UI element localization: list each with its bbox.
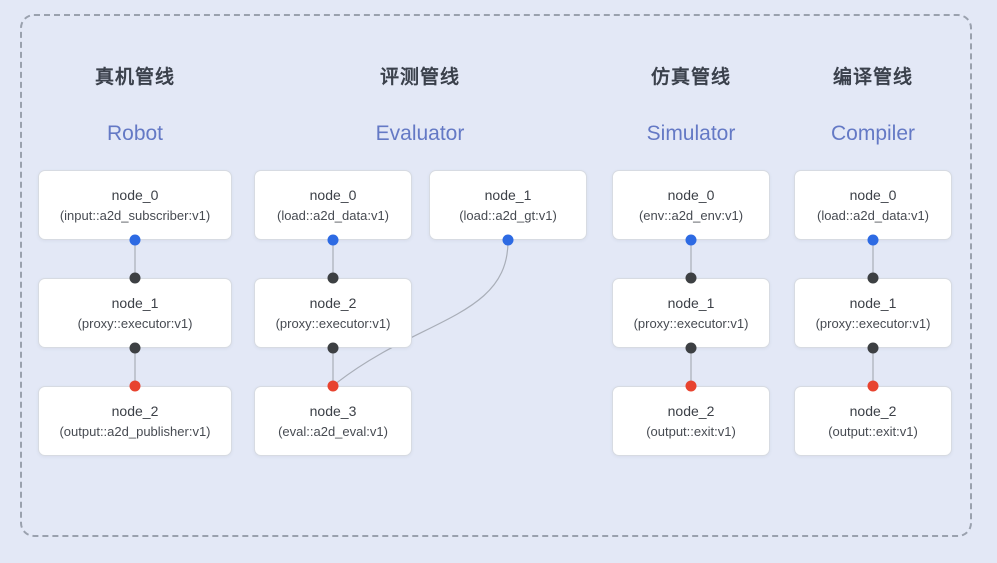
port-target-evaluator-node_3[interactable] — [327, 380, 339, 392]
node-simulator-node_2[interactable]: node_2 (output::exit:v1) — [612, 386, 770, 456]
node-compiler-node_0[interactable]: node_0 (load::a2d_data:v1) — [794, 170, 952, 240]
node-evaluator-node_3[interactable]: node_3 (eval::a2d_eval:v1) — [254, 386, 412, 456]
pipeline-title-robot-en: Robot — [106, 122, 164, 145]
port-source-evaluator-node_1[interactable] — [502, 234, 514, 246]
node-title: node_0 — [309, 186, 357, 203]
port-source-robot-node_0[interactable] — [129, 234, 141, 246]
port-target-robot-node_2[interactable] — [129, 380, 141, 392]
port-target-robot-node_1[interactable] — [129, 272, 141, 284]
port-source-evaluator-node_0[interactable] — [327, 234, 339, 246]
dashed-frame — [20, 14, 972, 537]
port-target-simulator-node_1[interactable] — [685, 272, 697, 284]
port-target-simulator-node_2[interactable] — [685, 380, 697, 392]
node-title: node_0 — [667, 186, 715, 203]
node-subtitle: (proxy::executor:v1) — [275, 315, 391, 331]
node-compiler-node_1[interactable]: node_1 (proxy::executor:v1) — [794, 278, 952, 348]
node-robot-node_2[interactable]: node_2 (output::a2d_publisher:v1) — [38, 386, 232, 456]
port-target-compiler-node_1[interactable] — [867, 272, 879, 284]
pipeline-title-simulator-zh: 仿真管线 — [650, 67, 731, 88]
port-source-evaluator-node_2[interactable] — [327, 342, 339, 354]
edge-evaluator-n1-n3 — [333, 240, 509, 386]
node-robot-node_1[interactable]: node_1 (proxy::executor:v1) — [38, 278, 232, 348]
node-simulator-node_0[interactable]: node_0 (env::a2d_env:v1) — [612, 170, 770, 240]
node-title: node_2 — [667, 402, 715, 419]
node-title: node_2 — [849, 402, 897, 419]
node-evaluator-node_1[interactable]: node_1 (load::a2d_gt:v1) — [429, 170, 587, 240]
node-subtitle: (output::a2d_publisher:v1) — [59, 423, 211, 439]
node-evaluator-node_0[interactable]: node_0 (load::a2d_data:v1) — [254, 170, 412, 240]
node-robot-node_0[interactable]: node_0 (input::a2d_subscriber:v1) — [38, 170, 232, 240]
node-title: node_0 — [111, 186, 159, 203]
node-title: node_2 — [111, 402, 159, 419]
node-title: node_1 — [111, 294, 159, 311]
port-source-compiler-node_1[interactable] — [867, 342, 879, 354]
node-title: node_2 — [309, 294, 357, 311]
node-subtitle: (env::a2d_env:v1) — [638, 207, 744, 223]
port-target-compiler-node_2[interactable] — [867, 380, 879, 392]
node-subtitle: (input::a2d_subscriber:v1) — [59, 207, 211, 223]
node-simulator-node_1[interactable]: node_1 (proxy::executor:v1) — [612, 278, 770, 348]
pipeline-title-evaluator-en: Evaluator — [375, 122, 465, 145]
pipeline-title-compiler-zh: 编译管线 — [832, 67, 913, 88]
node-subtitle: (load::a2d_data:v1) — [816, 207, 930, 223]
node-title: node_1 — [484, 186, 532, 203]
port-source-simulator-node_1[interactable] — [685, 342, 697, 354]
node-compiler-node_2[interactable]: node_2 (output::exit:v1) — [794, 386, 952, 456]
pipeline-title-compiler-en: Compiler — [830, 122, 916, 145]
port-target-evaluator-node_2[interactable] — [327, 272, 339, 284]
node-title: node_1 — [849, 294, 897, 311]
node-subtitle: (load::a2d_data:v1) — [276, 207, 390, 223]
node-subtitle: (proxy::executor:v1) — [633, 315, 749, 331]
node-title: node_3 — [309, 402, 357, 419]
node-subtitle: (output::exit:v1) — [828, 423, 918, 439]
pipeline-title-robot-zh: 真机管线 — [94, 67, 175, 88]
pipeline-title-evaluator-zh: 评测管线 — [379, 67, 460, 88]
node-subtitle: (proxy::executor:v1) — [77, 315, 193, 331]
node-title: node_1 — [667, 294, 715, 311]
port-source-compiler-node_0[interactable] — [867, 234, 879, 246]
node-subtitle: (proxy::executor:v1) — [815, 315, 931, 331]
pipeline-title-simulator-en: Simulator — [646, 122, 736, 145]
port-source-simulator-node_0[interactable] — [685, 234, 697, 246]
node-subtitle: (load::a2d_gt:v1) — [459, 207, 557, 223]
port-source-robot-node_1[interactable] — [129, 342, 141, 354]
node-subtitle: (output::exit:v1) — [646, 423, 736, 439]
node-evaluator-node_2[interactable]: node_2 (proxy::executor:v1) — [254, 278, 412, 348]
node-title: node_0 — [849, 186, 897, 203]
node-subtitle: (eval::a2d_eval:v1) — [278, 423, 388, 439]
